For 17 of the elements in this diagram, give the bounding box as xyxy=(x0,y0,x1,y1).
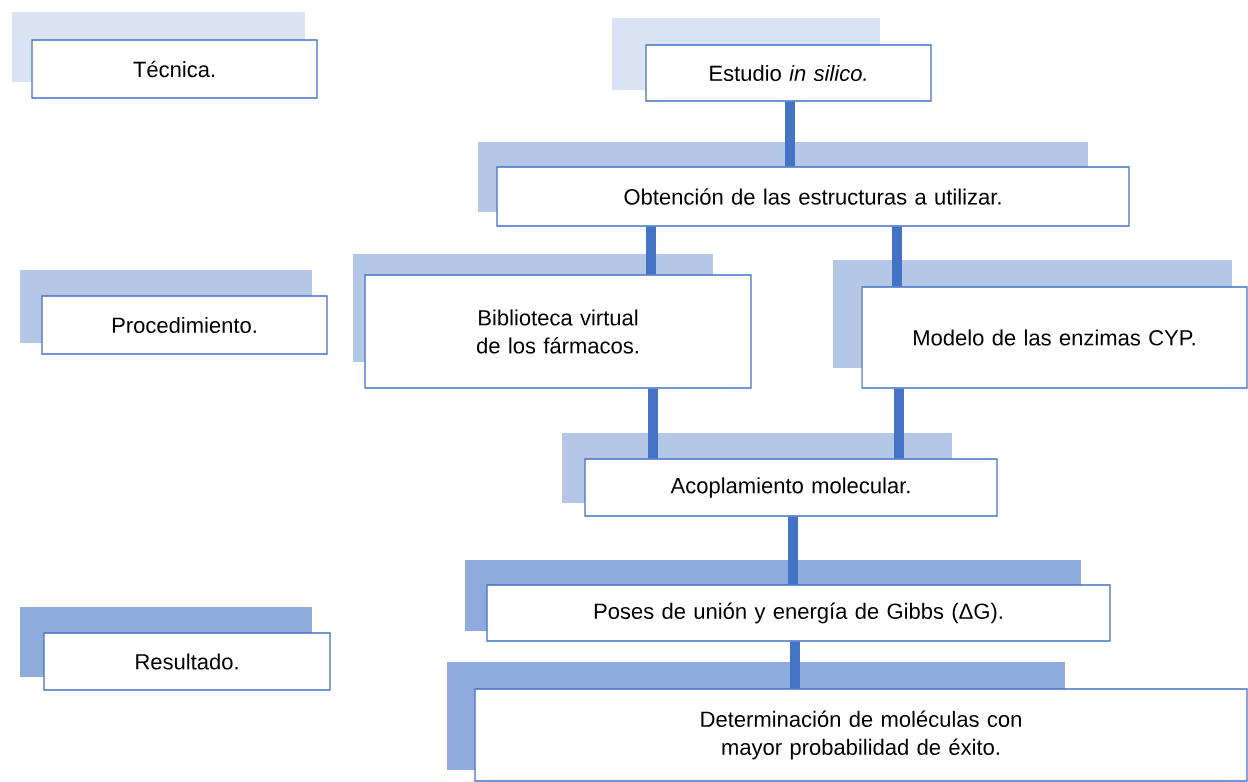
hierarchy-box: Resultado. xyxy=(20,607,331,691)
connector-line xyxy=(648,388,658,459)
hierarchy-box: Acoplamiento molecular. xyxy=(562,433,998,517)
hierarchy-box: Obtención de las estructuras a utilizar. xyxy=(478,142,1130,227)
hierarchy-box: Modelo de las enzimas CYP. xyxy=(833,260,1248,389)
connector-line xyxy=(785,101,795,167)
connector-line xyxy=(892,226,902,287)
hierarchy-box: Técnica. xyxy=(12,12,318,99)
connector-line xyxy=(790,641,800,689)
hierarchy-box: Biblioteca virtual de los fármacos. xyxy=(353,254,752,389)
hierarchy-box: Procedimiento. xyxy=(20,270,328,355)
hierarchy-box: Determinación de moléculas con mayor probabilidad de éxito. xyxy=(447,662,1248,782)
hierarchy-box: Estudio in silico. xyxy=(612,18,932,102)
connector-line xyxy=(646,226,656,275)
connector-line xyxy=(788,516,798,585)
connector-line xyxy=(894,388,904,459)
hierarchy-box: Poses de unión y energía de Gibbs (ΔG). xyxy=(465,560,1111,642)
